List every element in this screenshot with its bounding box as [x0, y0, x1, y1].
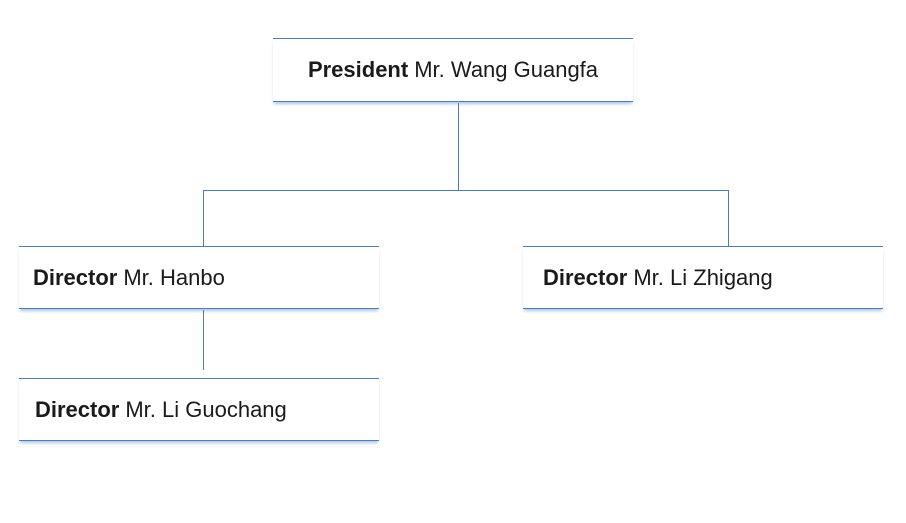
node-director-li-guochang: Director Mr. Li Guochang — [19, 378, 379, 441]
connector-to-li-zhigang — [728, 190, 729, 246]
connector-branch-horizontal — [203, 190, 729, 191]
node-role: Director — [35, 396, 120, 422]
node-director-li-zhigang: Director Mr. Li Zhigang — [523, 246, 883, 309]
node-name: Mr. Li Guochang — [125, 396, 287, 422]
node-name: Mr. Wang Guangfa — [414, 57, 599, 82]
connector-president-down — [458, 103, 459, 191]
node-role: Director — [543, 264, 628, 290]
node-role: Director — [33, 264, 118, 290]
node-role: President — [307, 57, 409, 82]
node-name: Mr. Li Zhigang — [633, 264, 773, 290]
node-president: President Mr. Wang Guangfa — [273, 38, 633, 102]
node-name: Mr. Hanbo — [123, 264, 225, 290]
node-director-hanbo: Director Mr. Hanbo — [19, 246, 379, 309]
connector-hanbo-to-li-guochang — [203, 310, 204, 370]
connector-to-hanbo — [203, 190, 204, 246]
